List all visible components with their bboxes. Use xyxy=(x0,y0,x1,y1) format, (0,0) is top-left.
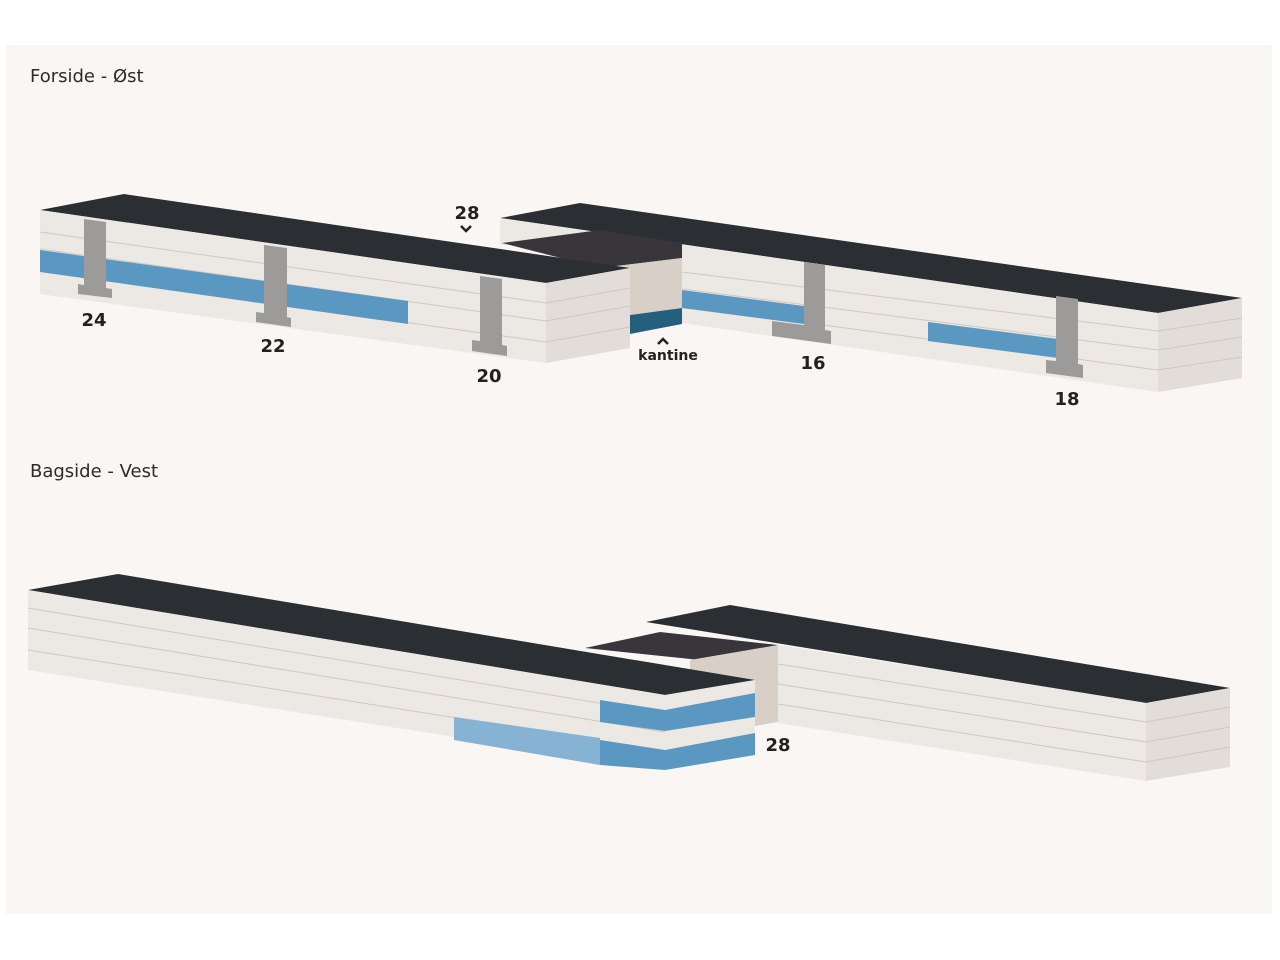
stair-towers xyxy=(78,219,1083,378)
apartment-band-18 xyxy=(928,322,1058,358)
back-section-title: Bagside - Vest xyxy=(30,461,158,482)
front-building xyxy=(39,194,1243,392)
apartment-band-28-upper xyxy=(600,693,755,731)
back-connector-roof xyxy=(585,632,778,660)
connector-roof xyxy=(502,230,682,268)
unit-label-24: 24 xyxy=(81,310,106,331)
unit-label-20: 20 xyxy=(476,366,501,387)
background-panel xyxy=(6,45,1272,914)
unit-label-22: 22 xyxy=(260,336,285,357)
back-left-wing-facade xyxy=(28,590,755,770)
left-wing-end xyxy=(546,268,630,363)
back-right-wing-roof xyxy=(646,605,1230,703)
back-building xyxy=(27,574,1231,781)
back-right-wing-floor-lines xyxy=(777,663,1231,763)
left-wing-roof xyxy=(40,194,630,283)
back-left-wing-roof xyxy=(28,574,755,695)
chevron-down-icon xyxy=(460,225,472,233)
apartment-band-16 xyxy=(682,290,804,324)
right-wing-end xyxy=(1158,298,1242,392)
unit-label-28-front: 28 xyxy=(454,203,479,224)
right-wing-roof xyxy=(500,203,1242,313)
kantine-label: kantine xyxy=(638,348,698,364)
chevron-up-icon xyxy=(657,337,669,345)
apartment-band-28-lower xyxy=(600,733,755,770)
kantine-window xyxy=(630,308,682,334)
unit-label-18: 18 xyxy=(1054,389,1079,410)
apartment-band-left xyxy=(40,250,408,324)
apartment-band-light xyxy=(454,717,600,765)
unit-label-16: 16 xyxy=(800,353,825,374)
front-section-title: Forside - Øst xyxy=(30,66,144,87)
unit-label-28-back: 28 xyxy=(765,735,790,756)
